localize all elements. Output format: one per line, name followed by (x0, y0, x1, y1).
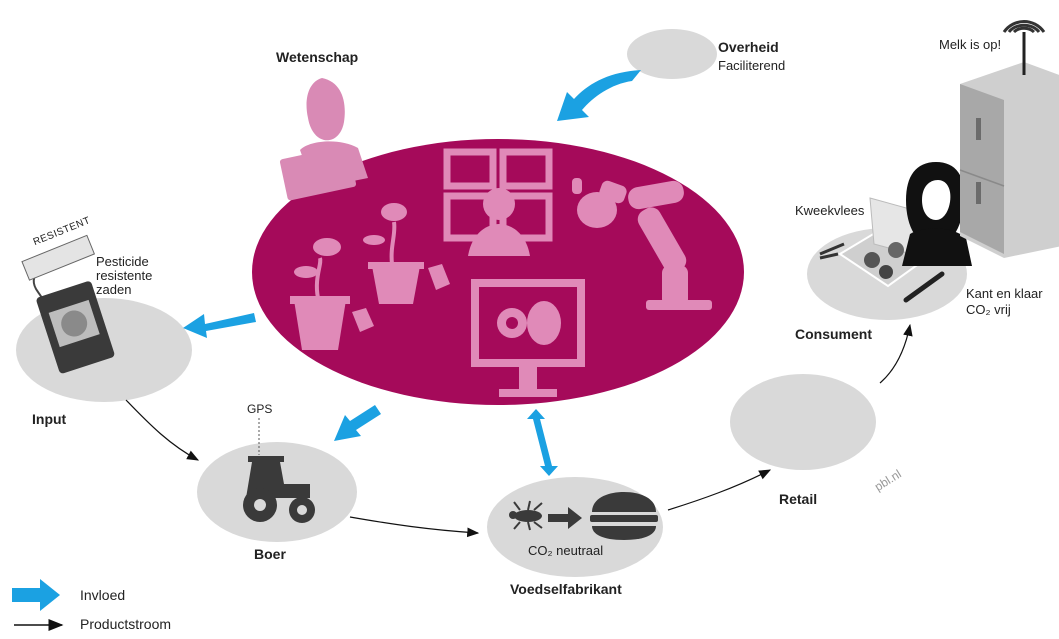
label-zaden: zaden (96, 282, 132, 297)
label-overheid-sub: Faciliterend (718, 58, 786, 73)
wifi-icon (1002, 20, 1046, 34)
label-retail: Retail (779, 491, 818, 507)
insect-icon (509, 500, 543, 531)
overheid-node (627, 29, 717, 79)
label-pesticide: Pesticide (96, 254, 149, 269)
label-boer: Boer (254, 546, 286, 562)
label-co2-vrij: CO₂ vrij (966, 302, 1011, 317)
label-gps: GPS (247, 402, 273, 416)
burger-icon (590, 492, 658, 540)
label-melk: Melk is op! (939, 37, 1002, 52)
tractor-icon (243, 456, 315, 523)
label-voedselfabrikant: Voedselfabrikant (510, 581, 622, 597)
legend-productstroom-label: Productstroom (80, 616, 172, 632)
robot-arm-icon (572, 178, 712, 310)
seed-bag-icon (21, 234, 115, 374)
retail-node (730, 374, 876, 470)
remote-worker-icon (443, 148, 553, 242)
label-kweekvlees: Kweekvlees (795, 203, 865, 218)
label-wetenschap: Wetenschap (276, 49, 359, 65)
meat-plant-icon (290, 203, 450, 350)
label-resistente: resistente (96, 268, 153, 283)
fridge-icon (959, 32, 1059, 258)
label-input: Input (32, 411, 67, 427)
technology-ellipse (252, 139, 744, 405)
label-consument: Consument (795, 326, 872, 342)
legend-invloed-label: Invloed (80, 587, 126, 603)
influence-arrows (183, 70, 641, 476)
legend-invloed-arrow (12, 579, 60, 611)
conversion-arrow (548, 507, 582, 529)
label-co2-neutraal: CO₂ neutraal (528, 543, 604, 558)
ai-screen-icon (471, 279, 585, 397)
consumer-woman-icon (902, 162, 972, 266)
label-overheid: Overheid (718, 39, 779, 55)
scientist-icon (279, 78, 368, 201)
product-flow-arrows (125, 323, 913, 538)
label-kant-en-klaar: Kant en klaar (966, 286, 1043, 301)
